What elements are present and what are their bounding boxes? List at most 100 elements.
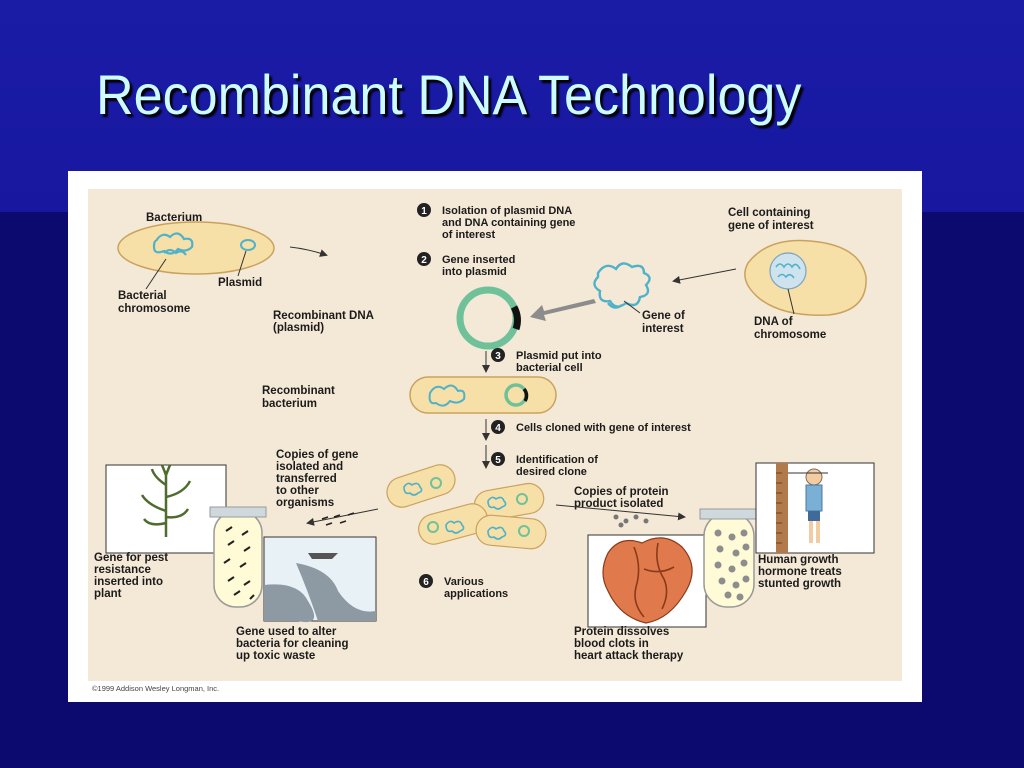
slide-title: Recombinant DNA Technology: [96, 63, 802, 126]
cell-containing-label-1: Cell containing: [728, 207, 810, 219]
arrow-cell-to-gene: [672, 268, 737, 284]
gene-of-interest-dna: [593, 262, 651, 309]
step-6: 6 Various applications: [419, 574, 508, 600]
heart-illustration: [602, 537, 693, 624]
recombinant-bacterium-label-2: bacterium: [262, 398, 317, 410]
protein-particles: [714, 529, 750, 601]
recombinant-bacterium-chromosome: [428, 384, 466, 407]
gene-toxic-label-2: bacteria for cleaning: [236, 638, 348, 650]
bacterium-label: Bacterium: [146, 212, 202, 224]
clone-cell-3: [418, 503, 488, 545]
step-4: 4 Cells cloned with gene of interest: [491, 420, 691, 434]
plasmid-ring: [240, 239, 256, 251]
chromosome-dna-pointer: [787, 288, 795, 315]
svg-text:Identification of: Identification of: [516, 454, 598, 466]
clone-cell-1: [386, 464, 456, 508]
step-6-marker: [419, 574, 433, 588]
svg-text:Various: Various: [444, 576, 484, 588]
step-4-marker: [491, 420, 505, 434]
gene-fragments: [321, 512, 355, 526]
step-2: 2 Gene inserted into plasmid: [417, 252, 515, 278]
recombinant-dna-label-2: (plasmid): [273, 322, 324, 334]
step-3-marker: [491, 348, 505, 362]
process-diagram: Bacterium Plasmid Bacterial chromosome 1…: [88, 189, 902, 693]
gene-pest-label-4: plant: [94, 588, 122, 600]
svg-text:and DNA containing gene: and DNA containing gene: [442, 217, 575, 229]
clone-cell-4: [475, 514, 547, 550]
svg-text:5: 5: [495, 455, 501, 466]
step-5: 5 Identification of desired clone: [491, 452, 598, 478]
svg-text:bacterial cell: bacterial cell: [516, 362, 583, 374]
copies-of-gene-label-4: to other: [276, 485, 319, 497]
inserted-gene-segment: [510, 305, 521, 331]
svg-text:Gene inserted: Gene inserted: [442, 254, 515, 266]
bacteria-tube-rim: [209, 506, 267, 518]
heart-vessels: [633, 542, 675, 618]
gene-pest-label-1: Gene for pest: [94, 552, 168, 564]
svg-text:4: 4: [495, 423, 501, 434]
arrow-copies-protein: [555, 504, 686, 521]
svg-text:2: 2: [421, 255, 427, 266]
svg-text:Plasmid put into: Plasmid put into: [516, 350, 602, 362]
child-shorts: [808, 511, 820, 521]
human-growth-label-3: stunted growth: [758, 578, 841, 590]
dna-of-chromosome-label-2: chromosome: [754, 329, 826, 341]
recombinant-dna-label-1: Recombinant DNA: [273, 310, 374, 322]
arrow-copies-gene: [306, 508, 379, 526]
gene-pest-label-3: inserted into: [94, 576, 163, 588]
recombinant-dna-figure: Bacterium Plasmid Bacterial chromosome 1…: [68, 171, 922, 702]
plasmid-pointer: [237, 250, 247, 277]
copies-of-gene-label-2: isolated and: [276, 461, 343, 473]
copies-of-protein-label-1: Copies of protein: [574, 486, 669, 498]
step-1-marker: [417, 203, 431, 217]
protein-dots: [613, 514, 649, 528]
river-bank: [264, 563, 376, 623]
svg-text:1: 1: [421, 206, 427, 217]
bacteria-rods: [223, 526, 255, 600]
arrow-bacterium: [289, 246, 328, 257]
chromosome-pointer: [145, 258, 167, 290]
svg-text:into plasmid: into plasmid: [442, 266, 507, 278]
protein-clots-label-2: blood clots in: [574, 638, 649, 650]
corn-plant: [140, 464, 192, 537]
bacterial-chromosome-dna: [152, 232, 194, 256]
child-body: [805, 484, 823, 512]
copies-of-protein-label-2: product isolated: [574, 498, 663, 510]
step-1: 1 Isolation of plasmid DNA and DNA conta…: [417, 203, 575, 241]
copies-of-gene-label-3: transferred: [276, 473, 337, 485]
bacterial-chromosome-label-2: chromosome: [118, 303, 190, 315]
bacterial-chromosome-label-1: Bacterial: [118, 290, 167, 302]
recombinant-bacterium-cell: [409, 376, 557, 414]
gene-pest-label-2: resistance: [94, 564, 151, 576]
protein-tube-rim: [699, 508, 759, 520]
measuring-stick: [776, 463, 788, 553]
copyright-credit: ©1999 Addison Wesley Longman, Inc.: [92, 684, 219, 693]
step-2-marker: [417, 252, 431, 266]
human-growth-label-1: Human growth: [758, 554, 839, 566]
svg-text:3: 3: [495, 351, 501, 362]
svg-text:desired clone: desired clone: [516, 466, 587, 478]
protein-clots-label-1: Protein dissolves: [574, 626, 669, 638]
svg-text:of interest: of interest: [442, 229, 496, 241]
dna-of-chromosome-label-1: DNA of: [754, 316, 793, 328]
human-growth-label-2: hormone treats: [758, 566, 842, 578]
bacterium-cell: [117, 221, 275, 275]
gene-pointer: [623, 300, 641, 314]
svg-text:Cells cloned with gene of inte: Cells cloned with gene of interest: [516, 422, 691, 434]
gene-of-interest-label-2: interest: [642, 323, 684, 335]
svg-text:Isolation of plasmid DNA: Isolation of plasmid DNA: [442, 205, 572, 217]
svg-text:applications: applications: [444, 588, 508, 600]
plasmid-label: Plasmid: [218, 277, 262, 289]
chromosome-dna: [775, 263, 801, 279]
cloned-cells: [386, 464, 547, 550]
cell-containing-label-2: gene of interest: [728, 220, 814, 232]
insertion-arrow: [530, 299, 596, 321]
recombinant-bacterium-gene: [522, 387, 529, 402]
gene-toxic-label-3: up toxic waste: [236, 650, 315, 662]
gene-toxic-label-1: Gene used to alter: [236, 626, 337, 638]
boat-icon: [308, 553, 338, 559]
label-bacterium: Bacterium: [146, 212, 202, 224]
step-3: 3 Plasmid put into bacterial cell: [491, 348, 602, 374]
copies-of-gene-label-5: organisms: [276, 497, 334, 509]
copies-of-gene-label-1: Copies of gene: [276, 449, 358, 461]
